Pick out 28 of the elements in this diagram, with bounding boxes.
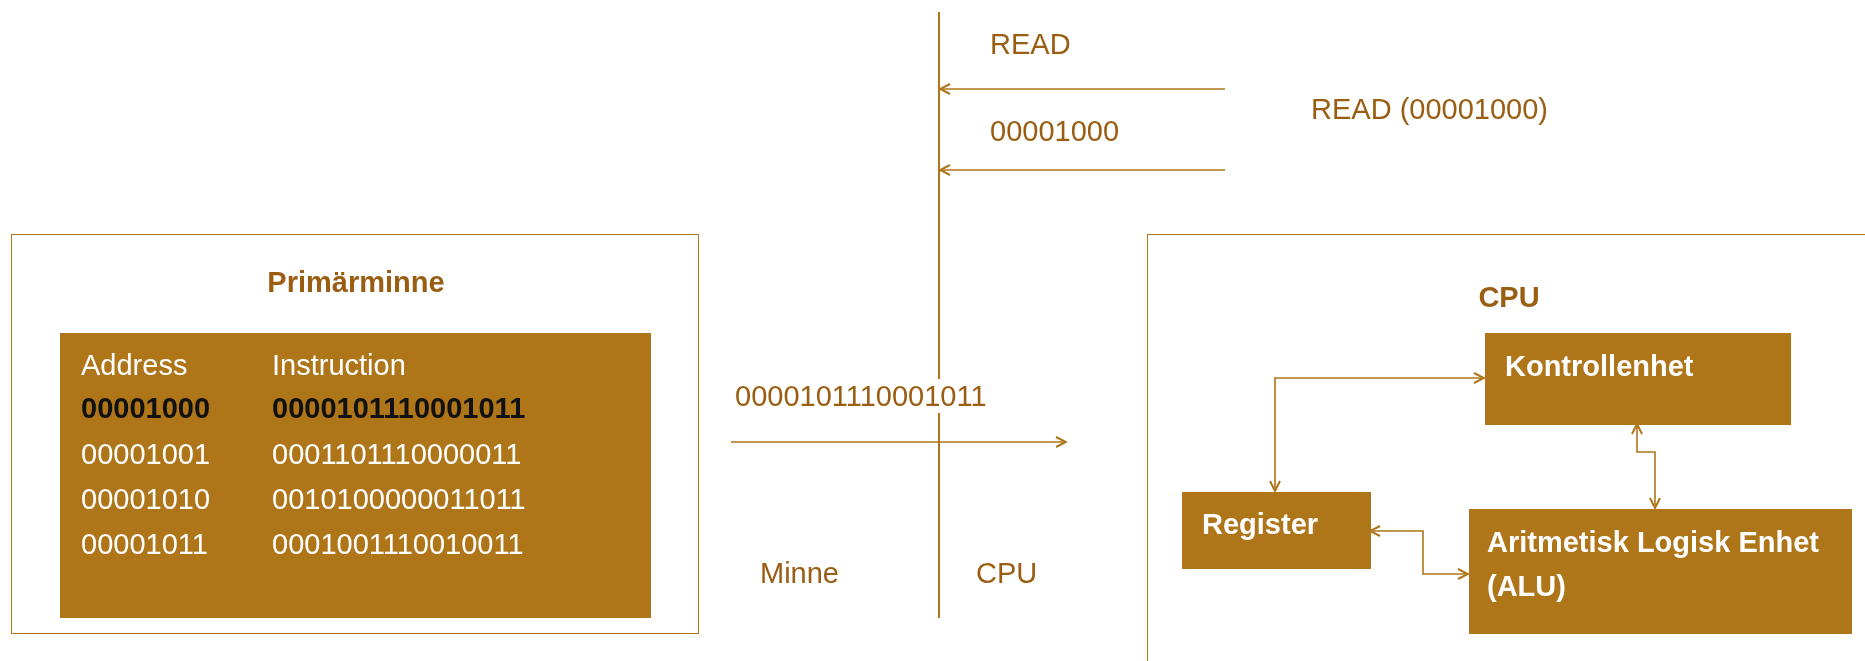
- arrow: [939, 83, 1226, 95]
- table-cell-text: 0001101110000011: [272, 437, 522, 471]
- node-title: Register: [1202, 507, 1319, 541]
- table-cell-text: Address: [81, 348, 188, 382]
- table-cell-text: 0010100000011011: [272, 482, 526, 516]
- node-title: CPU: [1478, 280, 1540, 314]
- table-cell-text: 00001000: [81, 391, 211, 425]
- table-cell-text: 0000101110001011: [272, 391, 526, 425]
- table-cell-text: 00001011: [81, 527, 208, 561]
- cpu-panel: [1147, 234, 1865, 661]
- node-title: Primärminne: [267, 265, 445, 299]
- unit-box: [60, 333, 651, 618]
- table-cell-text: 0001001110010011: [272, 527, 524, 561]
- memory-panel: [11, 234, 699, 634]
- node-title: Kontrollenhet: [1505, 349, 1694, 383]
- divider-line: [938, 12, 940, 618]
- unit-box: [1182, 492, 1371, 569]
- table-cell-text: 00001001: [81, 437, 211, 471]
- arrow: [1369, 525, 1469, 580]
- node-title: Aritmetisk Logisk Enhet (ALU): [1487, 525, 1820, 604]
- text-label: 0000101110001011: [735, 379, 987, 413]
- arrow: [1631, 423, 1661, 509]
- arrow: [939, 164, 1226, 176]
- table-cell-text: Instruction: [272, 348, 406, 382]
- arrow: [1269, 372, 1485, 492]
- table-cell-text: 00001010: [81, 482, 211, 516]
- unit-box: [1469, 509, 1852, 634]
- unit-box: [1485, 333, 1791, 425]
